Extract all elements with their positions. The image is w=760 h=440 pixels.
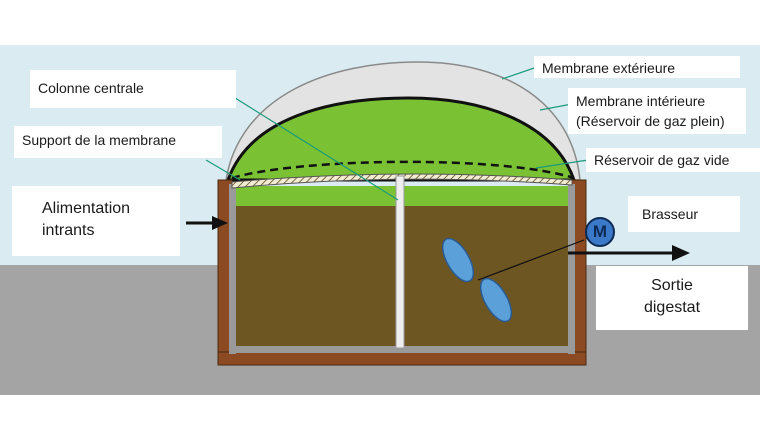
label-support-membrane: Support de la membrane	[14, 126, 222, 158]
leader-inner-membrane	[539, 103, 573, 111]
leader-empty-reservoir	[535, 159, 589, 169]
label-colonne-centrale: Colonne centrale	[30, 70, 236, 108]
leader-membrane-support	[205, 159, 241, 181]
inner-wall-left	[229, 184, 236, 354]
leader-outer-membrane	[501, 65, 541, 80]
label-sortie-line1: Sortie	[651, 277, 693, 294]
label-alimentation-line1: Alimentation	[42, 200, 131, 217]
inlet-arrow-head	[212, 216, 228, 230]
stirrer-blade-lower	[479, 277, 513, 323]
inner-wall-right	[568, 184, 575, 354]
label-sortie-digestat: Sortie digestat	[596, 266, 748, 330]
label-sortie-line2: digestat	[643, 299, 701, 316]
motor-icon	[585, 217, 615, 247]
tank-floor	[217, 351, 587, 366]
label-membrane-exterieure: Membrane extérieure	[534, 56, 740, 78]
label-alimentation-line2: intrants	[42, 222, 95, 239]
membrane-support	[231, 173, 573, 189]
outlet-arrow-head	[672, 245, 690, 261]
label-membrane-interieure: Membrane intérieure (Réservoir de gaz pl…	[568, 88, 746, 134]
inner-membrane	[225, 96, 577, 182]
label-reservoir-vide: Réservoir de gaz vide	[586, 148, 760, 172]
stirrer-blade-upper	[441, 237, 475, 283]
label-alimentation-intrants: Alimentation intrants	[12, 186, 180, 256]
motor-letter: M	[592, 222, 608, 241]
label-membrane-interieure-line2: (Réservoir de gaz plein)	[576, 113, 725, 129]
stirrer-shaft	[477, 239, 585, 281]
inner-floor	[229, 346, 575, 353]
central-column	[395, 175, 405, 349]
leader-central-column	[231, 95, 399, 201]
empty-gas-reservoir-line	[231, 160, 575, 180]
label-membrane-interieure-line1: Membrane intérieure	[576, 93, 706, 109]
label-brasseur: Brasseur	[628, 196, 740, 232]
